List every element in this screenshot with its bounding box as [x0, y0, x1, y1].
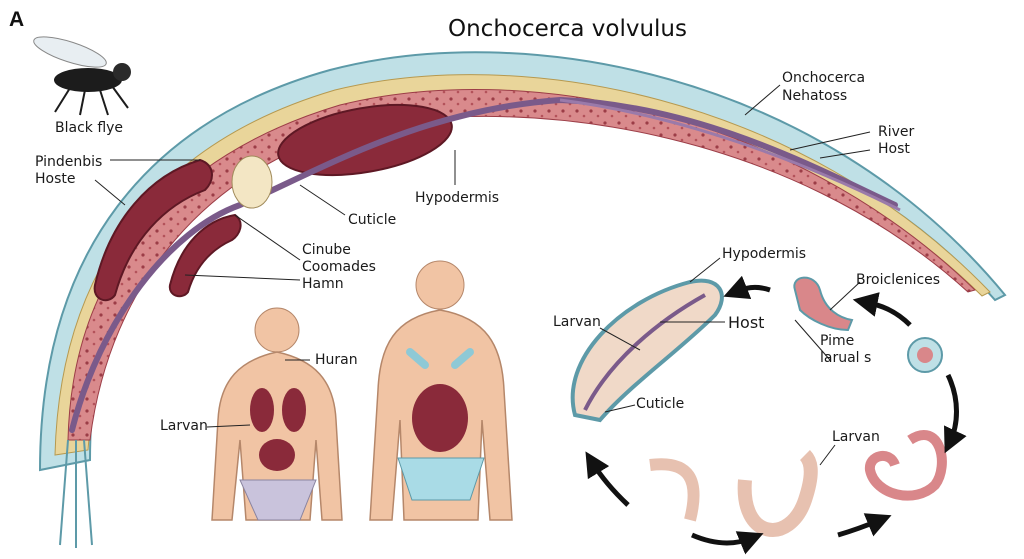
worm-tail-filaments [59, 439, 93, 548]
organ-top [277, 103, 453, 177]
label-larvan-human: Larvan [160, 418, 208, 434]
label-nehatoss: Nehatoss [782, 88, 848, 104]
panel-letter: A [9, 8, 25, 31]
diagram-title: Onchocerca volvulus [448, 16, 687, 42]
label-cinube: Cinube [302, 242, 351, 258]
human-left [211, 307, 343, 521]
larva-coiled [865, 430, 947, 501]
label-larual-s: larual s [820, 350, 872, 366]
label-hoste: Hoste [35, 171, 76, 187]
label-broiclenices: Broiclenices [856, 272, 941, 288]
label-hypodermis-cycle: Hypodermis [722, 246, 807, 262]
larva-top-right [793, 276, 854, 332]
larva-small [649, 458, 700, 522]
larva-big [570, 278, 724, 423]
human-right [369, 260, 513, 521]
label-larvan-cycle: Larvan [553, 314, 601, 330]
label-onchocerca: Onchocerca [782, 70, 866, 86]
black-fly [33, 36, 131, 116]
nerve-tail [559, 98, 901, 212]
label-black-fly: Black flye [55, 120, 124, 136]
label-coomades: Coomades [302, 259, 376, 275]
label-pime: Pime [820, 333, 855, 349]
life-cycle [570, 275, 967, 555]
nerve-cord [69, 96, 898, 433]
worm-section [38, 51, 1007, 548]
label-river-host: Host [878, 141, 910, 157]
label-cuticle-cycle: Cuticle [636, 396, 685, 412]
organ-left-long [93, 158, 213, 302]
label-pindenbis: Pindenbis [35, 154, 103, 170]
label-hamn: Hamn [302, 276, 344, 292]
label-host-cycle: Host [728, 313, 765, 332]
label-huran: Huran [315, 352, 358, 368]
nucleus-cluster [231, 155, 273, 209]
label-hypodermis-worm: Hypodermis [415, 190, 500, 206]
label-larvan-bottom: Larvan [832, 429, 880, 445]
leader-lines [94, 84, 871, 466]
organ-left-inner [168, 213, 242, 298]
label-river: River [878, 124, 915, 140]
label-cuticle-worm: Cuticle [348, 212, 397, 228]
larva-u [737, 450, 818, 537]
